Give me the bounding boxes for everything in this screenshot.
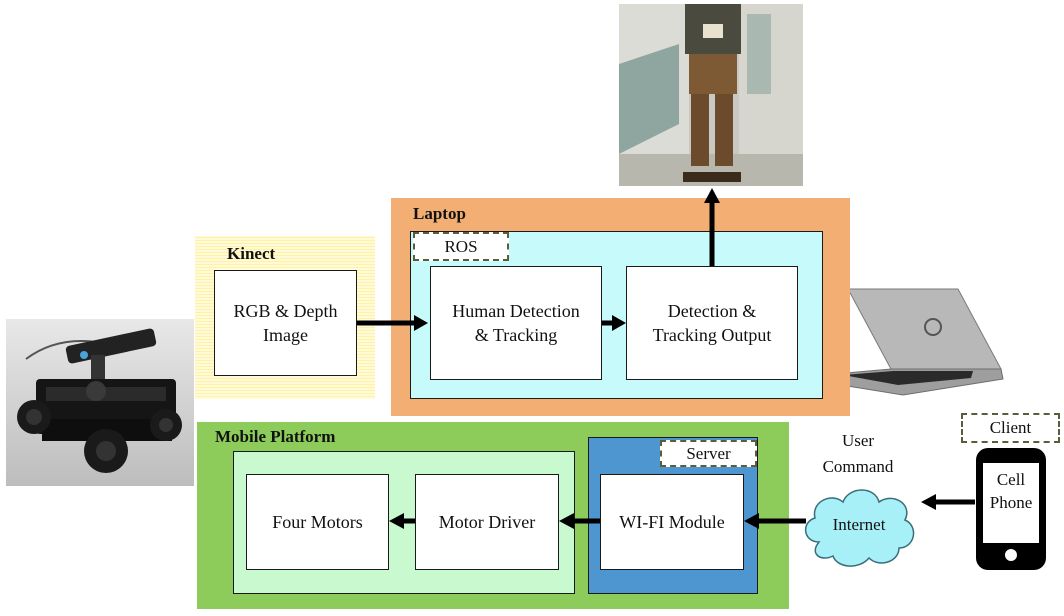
motor-driver-box: Motor Driver — [415, 474, 559, 570]
ros-label: ROS — [413, 232, 509, 261]
server-label: Server — [660, 440, 757, 467]
rgb-depth-image-box: RGB & Depth Image — [214, 270, 357, 376]
four-motors-box: Four Motors — [246, 474, 389, 570]
client-label: Client — [961, 413, 1060, 443]
detection-output-photo — [619, 4, 803, 186]
mobile-platform-title: Mobile Platform — [215, 427, 336, 446]
cell-phone: Cell Phone — [975, 447, 1047, 571]
human-detection-tracking-box: Human Detection & Tracking — [430, 266, 602, 380]
kinect-title: Kinect — [227, 244, 276, 263]
wifi-module-box: WI-FI Module — [600, 474, 744, 570]
internet-label: Internet — [832, 515, 886, 534]
detection-tracking-output-box: Detection & Tracking Output — [626, 266, 798, 380]
internet-cloud: Internet — [797, 478, 921, 574]
robot-photo — [6, 319, 194, 486]
laptop-title: Laptop — [413, 204, 466, 223]
cell-phone-label: Cell Phone — [989, 470, 1033, 512]
user-command-label: User Command — [822, 431, 894, 476]
